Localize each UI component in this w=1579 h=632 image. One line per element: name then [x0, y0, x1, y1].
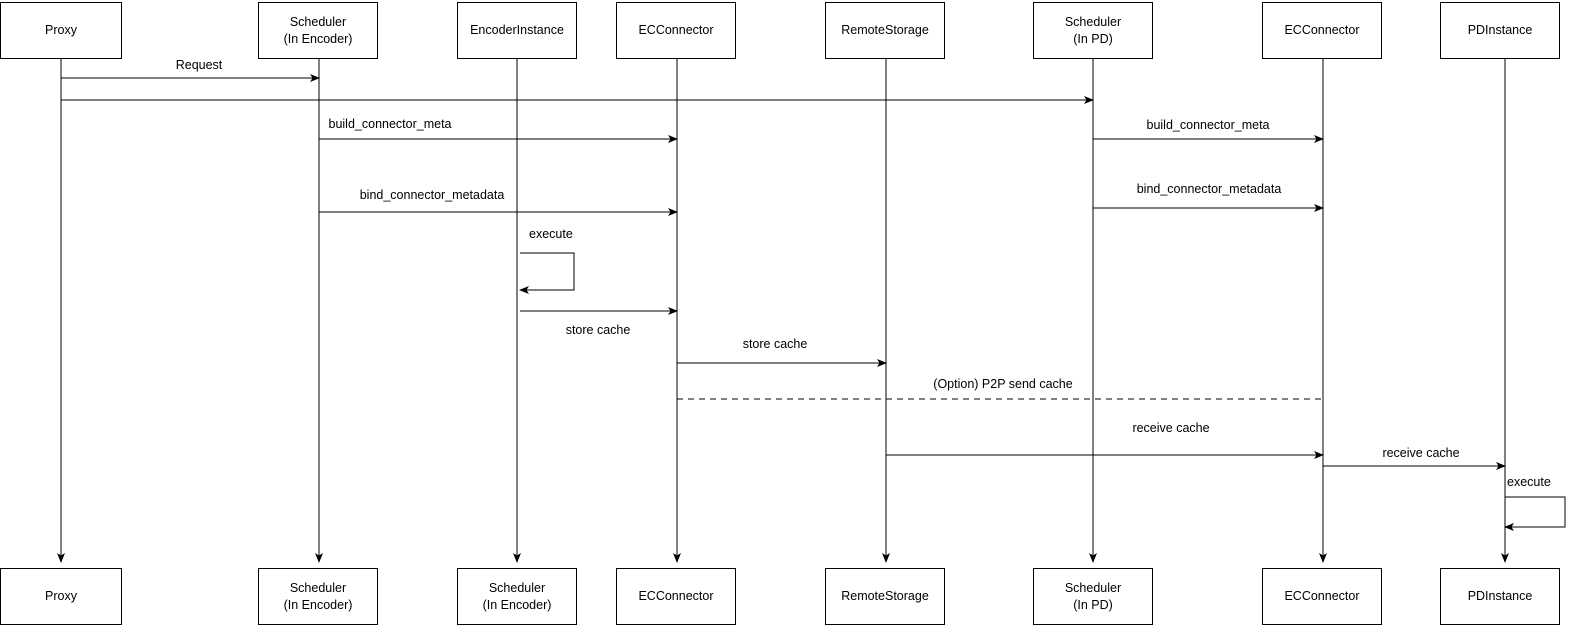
actor-label-line1: ECConnector — [1284, 23, 1360, 38]
actor-label-line1: ECConnector — [638, 23, 714, 38]
actor-box-scheduler-in-pd[interactable]: Scheduler (In PD) — [1033, 2, 1153, 59]
actor-box-scheduler-in-encoder-bottom[interactable]: Scheduler (In Encoder) — [258, 568, 378, 625]
actor-box-remote-storage-bottom[interactable]: RemoteStorage — [825, 568, 945, 625]
message-label-m3: build_connector_meta — [328, 117, 452, 131]
lifelines-group — [57, 59, 1509, 563]
actor-label-line1: ECConnector — [1284, 589, 1360, 604]
actor-label-line2: (In Encoder) — [283, 597, 353, 612]
message-label-m11: receive cache — [1382, 446, 1460, 460]
message-label-m10: receive cache — [1132, 421, 1210, 435]
actor-box-ec-connector-enc-bottom[interactable]: ECConnector — [616, 568, 736, 625]
actor-box-remote-storage[interactable]: RemoteStorage — [825, 2, 945, 59]
self-messages-group — [519, 252, 1566, 531]
actor-box-ec-connector-pd[interactable]: ECConnector — [1262, 2, 1382, 59]
actor-label-line2: (In Encoder) — [482, 597, 552, 612]
actor-label-line1: Scheduler — [289, 580, 347, 595]
actor-label-line1: Proxy — [45, 589, 77, 604]
actor-box-proxy[interactable]: Proxy — [0, 2, 122, 59]
message-label-m6: bind_connector_metadata — [1136, 182, 1282, 196]
messages-group — [61, 74, 1506, 470]
self-message-label-s2: execute — [1507, 475, 1551, 489]
message-label-m4: build_connector_meta — [1146, 118, 1270, 132]
actor-label-line2: (In PD) — [1073, 597, 1113, 612]
actor-box-encoder-instance[interactable]: EncoderInstance — [457, 2, 577, 59]
self-message-loop-s1 — [519, 252, 575, 294]
actor-box-pd-instance-bottom[interactable]: PDInstance — [1440, 568, 1560, 625]
actor-label-line1: PDInstance — [1467, 23, 1533, 38]
actor-label-line1: RemoteStorage — [841, 23, 929, 38]
actor-box-ec-connector-pd-bottom[interactable]: ECConnector — [1262, 568, 1382, 625]
actor-label-line1: Scheduler — [1064, 580, 1122, 595]
actor-box-scheduler-in-encoder[interactable]: Scheduler (In Encoder) — [258, 2, 378, 59]
self-message-loop-s2 — [1504, 496, 1566, 531]
actor-box-pd-instance[interactable]: PDInstance — [1440, 2, 1560, 59]
actor-label-line1: Scheduler — [488, 580, 546, 595]
actor-label-line2: (In PD) — [1073, 31, 1113, 46]
actor-box-scheduler-in-encoder-bottom-2[interactable]: Scheduler (In Encoder) — [457, 568, 577, 625]
self-message-label-s1: execute — [529, 227, 573, 241]
actor-box-ec-connector-enc[interactable]: ECConnector — [616, 2, 736, 59]
actor-label-line1: PDInstance — [1467, 589, 1533, 604]
message-label-m9: (Option) P2P send cache — [933, 377, 1073, 391]
message-label-m5: bind_connector_metadata — [359, 188, 505, 202]
actor-label-line1: EncoderInstance — [470, 23, 564, 38]
message-label-m8: store cache — [742, 337, 808, 351]
actor-label-line1: RemoteStorage — [841, 589, 929, 604]
message-label-m7: store cache — [565, 323, 631, 337]
actor-label-line1: Scheduler — [289, 14, 347, 29]
message-label-m1: Request — [175, 58, 223, 72]
actor-label-line1: Scheduler — [1064, 14, 1122, 29]
actor-box-scheduler-in-pd-bottom[interactable]: Scheduler (In PD) — [1033, 568, 1153, 625]
actor-label-line1: ECConnector — [638, 589, 714, 604]
actor-label-line2: (In Encoder) — [283, 31, 353, 46]
actor-box-proxy-bottom[interactable]: Proxy — [0, 568, 122, 625]
actor-label-line1: Proxy — [45, 23, 77, 38]
